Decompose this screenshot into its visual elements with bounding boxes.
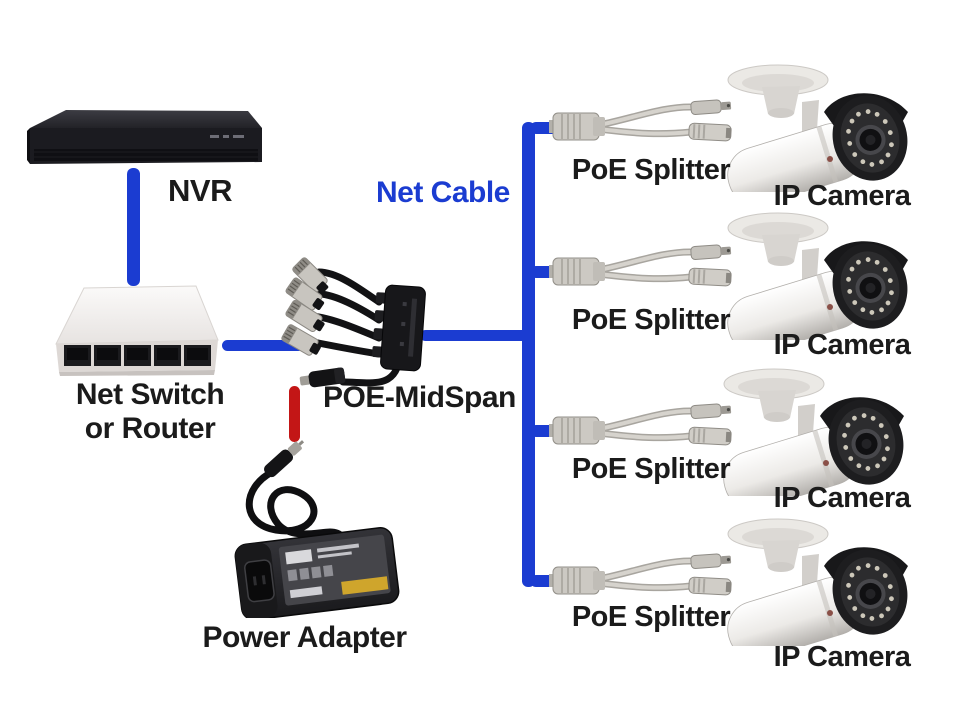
ip-camera-image-3 [714, 366, 946, 496]
power-adapter-image [220, 436, 405, 618]
ip-camera-label-4: IP Camera [773, 641, 911, 673]
ip-camera-label-1: IP Camera [773, 180, 911, 212]
poe-splitter-image-2 [549, 239, 737, 299]
cable-nvr-to-switch [127, 168, 140, 286]
poe-splitter-label-2: PoE Splitter [571, 304, 731, 336]
poe-splitter-image-3 [549, 398, 737, 458]
net-switch-label-line2: or Router [84, 411, 216, 445]
poe-midspan-label: POE-MidSpan [323, 381, 516, 414]
ip-camera-label-3: IP Camera [773, 482, 911, 514]
net-cable-trunk-line [522, 122, 535, 587]
cable-midspan-to-trunk [420, 330, 532, 341]
ip-camera-image-1 [718, 62, 950, 192]
nvr-image [26, 104, 266, 170]
cable-switch-to-midspan [222, 340, 304, 351]
net-switch-label: Net Switch or Router [35, 378, 265, 445]
net-switch-image [50, 282, 222, 376]
net-switch-label-line1: Net Switch [75, 378, 225, 411]
ip-camera-image-4 [718, 516, 950, 646]
power-adapter-label: Power Adapter [202, 621, 407, 654]
poe-splitter-image-1 [549, 94, 737, 154]
net-cable-label: Net Cable [376, 176, 510, 209]
ip-camera-image-2 [718, 210, 950, 340]
power-cable-red [289, 386, 300, 442]
ip-camera-label-2: IP Camera [773, 329, 911, 361]
nvr-label: NVR [168, 173, 232, 208]
poe-splitter-image-4 [549, 548, 737, 608]
poe-splitter-label-1: PoE Splitter [571, 154, 731, 186]
poe-midspan-image [263, 252, 438, 402]
poe-splitter-label-4: PoE Splitter [571, 601, 731, 633]
poe-splitter-label-3: PoE Splitter [571, 453, 731, 485]
